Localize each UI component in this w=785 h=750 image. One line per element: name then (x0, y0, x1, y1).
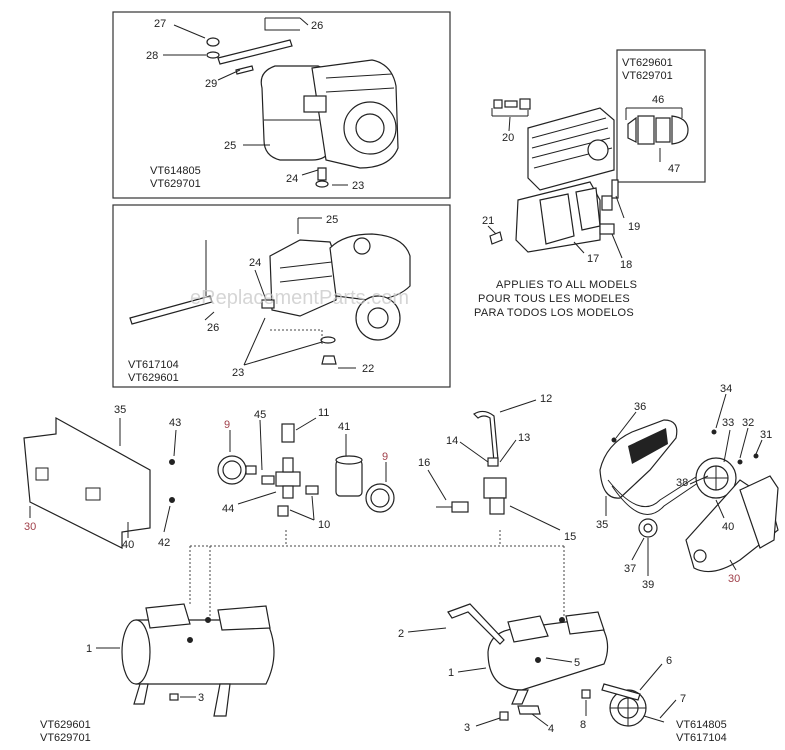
model-label: VT629601 (622, 57, 673, 69)
panel-leaders (29, 418, 177, 538)
callout-40: 40 (122, 539, 134, 551)
callout-13: 13 (518, 432, 530, 444)
pump-leaders (487, 108, 625, 259)
callout-34: 34 (720, 383, 732, 395)
callout-47: 47 (668, 163, 680, 175)
regulator-illustration (436, 410, 507, 515)
callout-12: 12 (540, 393, 552, 405)
tank-right-illustration (447, 603, 665, 727)
engine-top-box (112, 11, 451, 199)
callout-6: 6 (666, 655, 672, 667)
engine-bottom-illustration (129, 233, 411, 365)
applies-note-line: POUR TOUS LES MODELES (478, 293, 630, 305)
callout-41: 41 (338, 421, 350, 433)
callout-24: 24 (286, 173, 298, 185)
callout-30: 30 (728, 573, 740, 585)
pump-illustration (489, 98, 619, 253)
callout-3: 3 (464, 722, 470, 734)
callout-23: 23 (352, 180, 364, 192)
callout-18: 18 (620, 259, 632, 271)
callout-25: 25 (326, 214, 338, 226)
callout-40: 40 (722, 521, 734, 533)
model-label: VT629701 (150, 178, 201, 190)
callout-15: 15 (564, 531, 576, 543)
callout-1: 1 (86, 643, 92, 655)
regulator-leaders (427, 399, 561, 531)
callout-4: 4 (548, 723, 554, 735)
callout-45: 45 (254, 409, 266, 421)
callout-19: 19 (628, 221, 640, 233)
callout-17: 17 (587, 253, 599, 265)
callout-1: 1 (448, 667, 454, 679)
callout-46: 46 (652, 94, 664, 106)
callout-25: 25 (224, 140, 236, 152)
callout-26: 26 (207, 322, 219, 334)
model-label: VT629601 (40, 719, 91, 731)
callout-37: 37 (624, 563, 636, 575)
model-label: VT629701 (622, 70, 673, 82)
callout-8: 8 (580, 719, 586, 731)
callout-32: 32 (742, 417, 754, 429)
model-label: VT629601 (128, 372, 179, 384)
callout-28: 28 (146, 50, 158, 62)
applies-note-line: APPLIES TO ALL MODELS (496, 279, 637, 291)
callout-30: 30 (24, 521, 36, 533)
engine-top-illustration (206, 37, 399, 188)
callout-33: 33 (722, 417, 734, 429)
callout-3: 3 (198, 692, 204, 704)
panel-illustration (23, 416, 175, 549)
callout-29: 29 (205, 78, 217, 90)
engine-bottom-box (112, 204, 451, 388)
tank-left-illustration (121, 603, 275, 717)
callout-22: 22 (362, 363, 374, 375)
callout-5: 5 (574, 657, 580, 669)
tank-right-leaders (407, 627, 677, 727)
callout-38: 38 (676, 477, 688, 489)
engine-bottom-leaders (204, 217, 356, 369)
model-label: VT617104 (128, 359, 179, 371)
model-label: VT614805 (150, 165, 201, 177)
callout-35: 35 (114, 404, 126, 416)
callout-7: 7 (680, 693, 686, 705)
callout-14: 14 (446, 435, 458, 447)
callout-21: 21 (482, 215, 494, 227)
engine-top-leaders (163, 17, 348, 186)
callout-31: 31 (760, 429, 772, 441)
callout-16: 16 (418, 457, 430, 469)
model-label: VT617104 (676, 732, 727, 744)
callout-20: 20 (502, 132, 514, 144)
belt-guard-leaders (605, 393, 763, 576)
air-filter-illustration (625, 107, 689, 162)
manifold-leaders (229, 417, 387, 521)
callout-44: 44 (222, 503, 234, 515)
model-label: VT614805 (676, 719, 727, 731)
callout-36: 36 (634, 401, 646, 413)
callout-35: 35 (596, 519, 608, 531)
callout-23: 23 (232, 367, 244, 379)
belt-guard-illustration (599, 419, 779, 573)
tank-left-leaders (96, 647, 196, 698)
callout-11: 11 (318, 407, 329, 419)
connection-lines (189, 530, 565, 630)
watermark: eReplacementParts.com (190, 287, 409, 309)
callout-10: 10 (318, 519, 330, 531)
callout-27: 27 (154, 18, 166, 30)
callout-26: 26 (311, 20, 323, 32)
model-label: VT629701 (40, 732, 91, 744)
applies-note-line: PARA TODOS LOS MODELOS (474, 307, 634, 319)
callout-43: 43 (169, 417, 181, 429)
manifold-illustration (217, 423, 395, 517)
callout-42: 42 (158, 537, 170, 549)
callout-39: 39 (642, 579, 654, 591)
callout-9: 9 (224, 419, 230, 431)
callout-2: 2 (398, 628, 404, 640)
air-filter-box (616, 49, 706, 183)
callout-24: 24 (249, 257, 261, 269)
callout-9: 9 (382, 451, 388, 463)
